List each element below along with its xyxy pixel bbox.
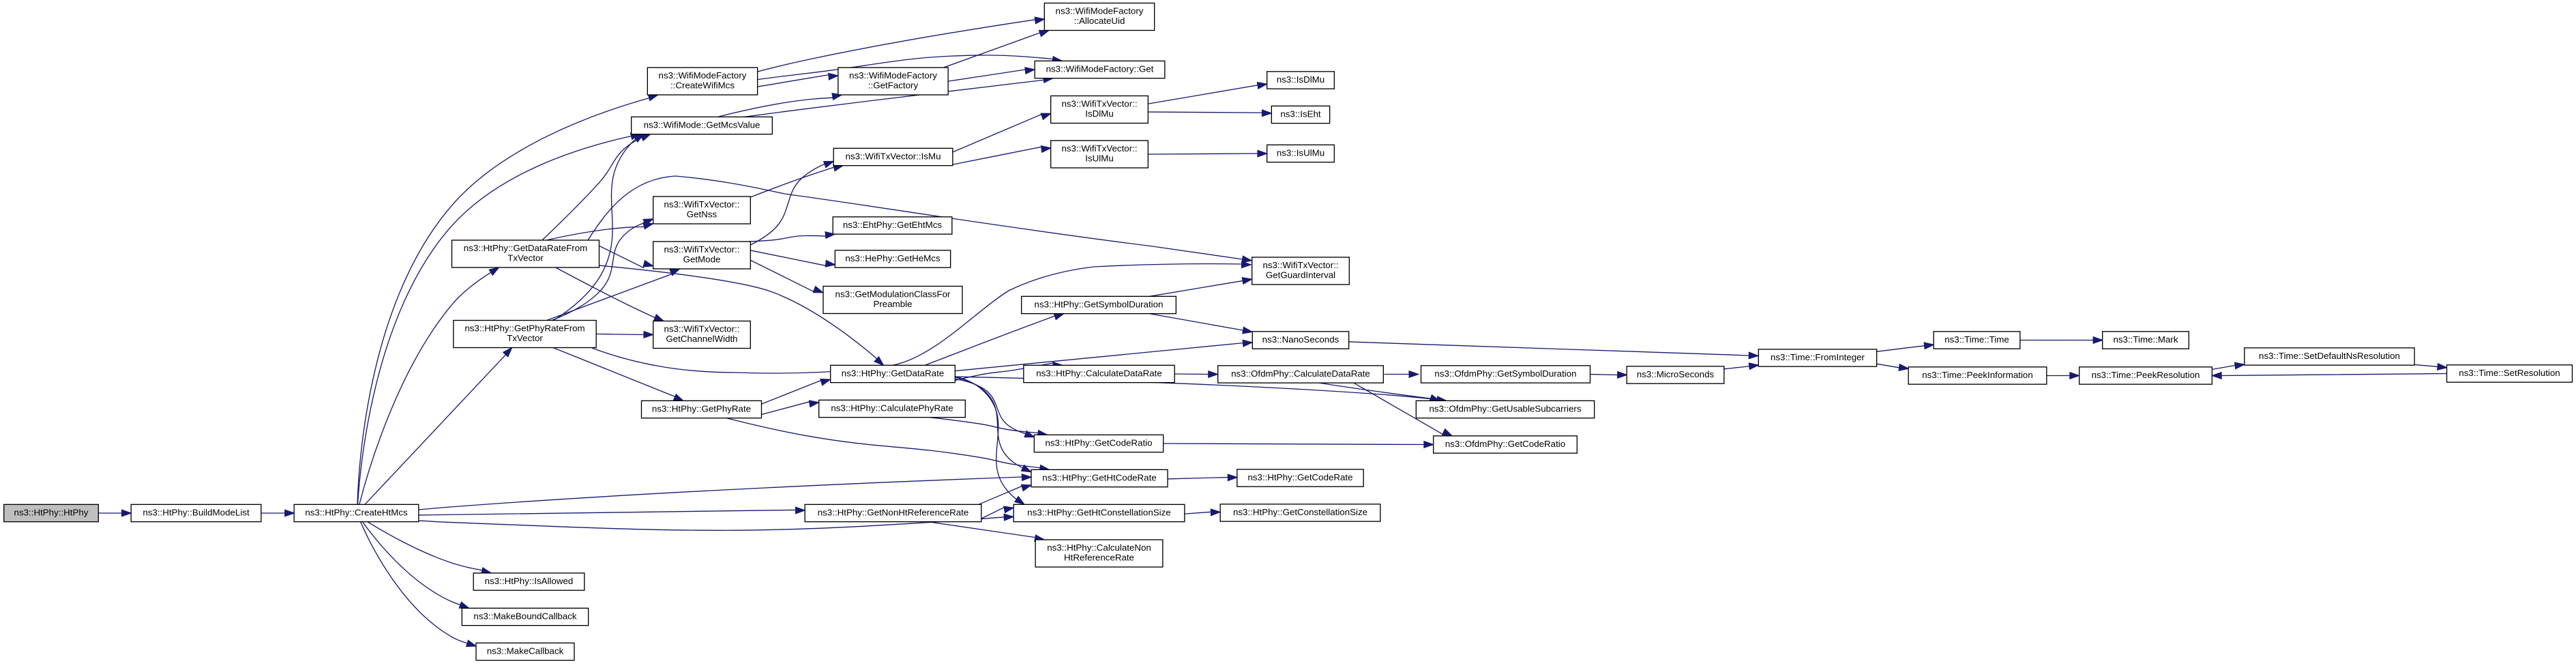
svg-text:ns3::HtPhy::CalculateNon: ns3::HtPhy::CalculateNon <box>1047 542 1151 553</box>
svg-text:ns3::OfdmPhy::GetCodeRatio: ns3::OfdmPhy::GetCodeRatio <box>1445 439 1565 449</box>
svg-text:ns3::Time::SetResolution: ns3::Time::SetResolution <box>2459 368 2560 378</box>
svg-text:GetChannelWidth: GetChannelWidth <box>666 334 737 344</box>
svg-text:IsUlMu: IsUlMu <box>1085 154 1113 164</box>
svg-text:ns3::OfdmPhy::GetUsableSubcarr: ns3::OfdmPhy::GetUsableSubcarriers <box>1430 403 1582 413</box>
svg-text:ns3::Time::PeekResolution: ns3::Time::PeekResolution <box>2092 370 2200 380</box>
svg-text:ns3::WifiTxVector::: ns3::WifiTxVector:: <box>664 199 739 209</box>
svg-text:ns3::HtPhy::CalculateDataRate: ns3::HtPhy::CalculateDataRate <box>1036 368 1161 378</box>
svg-text:ns3::WifiTxVector::: ns3::WifiTxVector:: <box>664 244 739 255</box>
svg-text:ns3::HtPhy::GetPhyRateFrom: ns3::HtPhy::GetPhyRateFrom <box>464 323 584 334</box>
svg-text:ns3::GetModulationClassFor: ns3::GetModulationClassFor <box>835 289 951 300</box>
svg-text:ns3::HtPhy::GetHtConstellation: ns3::HtPhy::GetHtConstellationSize <box>1027 507 1170 517</box>
svg-text:GetMode: GetMode <box>683 255 721 265</box>
svg-text:ns3::WifiTxVector::: ns3::WifiTxVector:: <box>1262 260 1338 270</box>
svg-text:ns3::OfdmPhy::CalculateDataRat: ns3::OfdmPhy::CalculateDataRate <box>1231 368 1370 379</box>
svg-text:ns3::HtPhy::GetDataRateFrom: ns3::HtPhy::GetDataRateFrom <box>464 243 587 253</box>
svg-text:ns3::HtPhy::GetSymbolDuration: ns3::HtPhy::GetSymbolDuration <box>1035 299 1164 309</box>
svg-text:ns3::HtPhy::CalculatePhyRate: ns3::HtPhy::CalculatePhyRate <box>831 403 953 413</box>
svg-text:Preamble: Preamble <box>873 299 912 309</box>
svg-text:ns3::MicroSeconds: ns3::MicroSeconds <box>1637 369 1715 379</box>
svg-text:ns3::HtPhy::CreateHtMcs: ns3::HtPhy::CreateHtMcs <box>305 507 408 517</box>
svg-text:ns3::Time::Mark: ns3::Time::Mark <box>2113 334 2178 345</box>
svg-text:ns3::IsEht: ns3::IsEht <box>1280 108 1321 119</box>
svg-text:ns3::Time::Time: ns3::Time::Time <box>1944 334 2009 345</box>
svg-text:::CreateWifiMcs: ::CreateWifiMcs <box>670 81 735 91</box>
svg-text:ns3::HtPhy::GetCodeRate: ns3::HtPhy::GetCodeRate <box>1247 472 1352 482</box>
svg-text:TxVector: TxVector <box>507 333 543 343</box>
svg-text:ns3::OfdmPhy::GetSymbolDuratio: ns3::OfdmPhy::GetSymbolDuration <box>1434 368 1576 379</box>
svg-text:ns3::EhtPhy::GetEhtMcs: ns3::EhtPhy::GetEhtMcs <box>843 220 943 230</box>
svg-text:ns3::WifiTxVector::: ns3::WifiTxVector:: <box>1061 99 1137 109</box>
svg-text:ns3::HtPhy::GetHtCodeRate: ns3::HtPhy::GetHtCodeRate <box>1042 472 1156 482</box>
svg-text:::AllocateUid: ::AllocateUid <box>1074 16 1125 26</box>
svg-text:ns3::HtPhy::GetPhyRate: ns3::HtPhy::GetPhyRate <box>652 403 751 413</box>
svg-text:HtReferenceRate: HtReferenceRate <box>1064 553 1134 563</box>
svg-text:ns3::HtPhy::GetDataRate: ns3::HtPhy::GetDataRate <box>842 368 944 378</box>
svg-text:ns3::WifiModeFactory: ns3::WifiModeFactory <box>849 70 937 81</box>
svg-text:GetNss: GetNss <box>687 209 717 220</box>
svg-text:ns3::HtPhy::BuildModeList: ns3::HtPhy::BuildModeList <box>143 507 250 517</box>
svg-text:ns3::WifiTxVector::IsMu: ns3::WifiTxVector::IsMu <box>846 151 941 161</box>
svg-text:IsDlMu: IsDlMu <box>1085 108 1113 119</box>
svg-text:TxVector: TxVector <box>507 253 544 263</box>
svg-text:ns3::MakeCallback: ns3::MakeCallback <box>487 645 564 656</box>
svg-text:::GetFactory: ::GetFactory <box>868 81 919 91</box>
svg-text:ns3::IsUlMu: ns3::IsUlMu <box>1277 147 1324 158</box>
svg-text:ns3::HtPhy::GetConstellationSi: ns3::HtPhy::GetConstellationSize <box>1233 507 1367 517</box>
svg-text:ns3::WifiModeFactory::Get: ns3::WifiModeFactory::Get <box>1046 63 1154 74</box>
svg-text:ns3::NanoSeconds: ns3::NanoSeconds <box>1262 334 1339 345</box>
svg-text:ns3::WifiTxVector::: ns3::WifiTxVector:: <box>664 324 739 334</box>
svg-text:ns3::WifiModeFactory: ns3::WifiModeFactory <box>1056 6 1144 16</box>
svg-text:ns3::IsDlMu: ns3::IsDlMu <box>1277 74 1324 85</box>
svg-text:ns3::WifiMode::GetMcsValue: ns3::WifiMode::GetMcsValue <box>644 119 760 130</box>
svg-text:ns3::HePhy::GetHeMcs: ns3::HePhy::GetHeMcs <box>845 253 941 263</box>
svg-text:ns3::MakeBoundCallback: ns3::MakeBoundCallback <box>473 611 576 621</box>
svg-text:ns3::Time::FromInteger: ns3::Time::FromInteger <box>1771 352 1865 362</box>
svg-text:GetGuardInterval: GetGuardInterval <box>1266 270 1335 280</box>
svg-text:ns3::HtPhy::GetNonHtReferenceR: ns3::HtPhy::GetNonHtReferenceRate <box>818 507 969 517</box>
svg-text:ns3::WifiTxVector::: ns3::WifiTxVector:: <box>1061 143 1137 154</box>
svg-text:ns3::HtPhy::GetCodeRatio: ns3::HtPhy::GetCodeRatio <box>1045 437 1152 448</box>
svg-text:ns3::HtPhy::IsAllowed: ns3::HtPhy::IsAllowed <box>485 576 574 586</box>
svg-text:ns3::WifiModeFactory: ns3::WifiModeFactory <box>659 70 747 81</box>
svg-text:ns3::Time::PeekInformation: ns3::Time::PeekInformation <box>1922 370 2032 380</box>
svg-text:ns3::Time::SetDefaultNsResolut: ns3::Time::SetDefaultNsResolution <box>2259 351 2400 361</box>
svg-text:ns3::HtPhy::HtPhy: ns3::HtPhy::HtPhy <box>14 507 89 517</box>
